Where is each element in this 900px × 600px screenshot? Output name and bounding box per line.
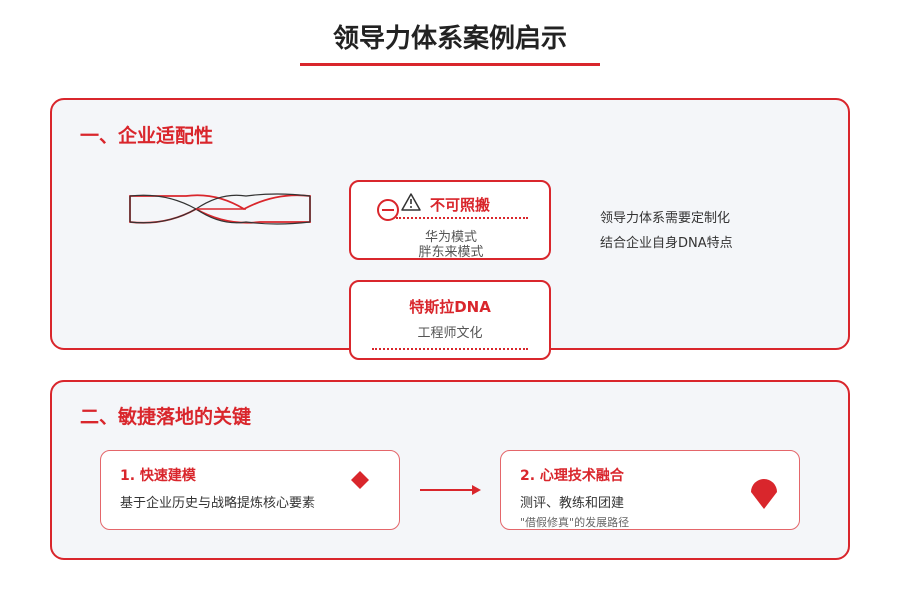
card-tesla-line: 工程师文化 [417, 326, 483, 341]
step1-title: 1. 快速建模 [120, 468, 196, 484]
section2-heading: 二、敏捷落地的关键 [80, 406, 252, 428]
minus-circle-icon [377, 199, 399, 221]
note-customization: 领导力体系需要定制化 [600, 211, 731, 226]
card-no-copy-title: 不可照搬 [430, 196, 491, 214]
dna-strand-icon [129, 193, 311, 225]
card-tesla-divider [372, 348, 528, 350]
warning-icon [401, 193, 421, 211]
section1-heading: 一、企业适配性 [80, 125, 214, 147]
step2-desc: 测评、教练和团建 [520, 496, 625, 511]
note-dna: 结合企业自身DNA特点 [600, 236, 733, 251]
page-title: 领导力体系案例启示 [332, 24, 567, 54]
card-step-psych-tech [500, 450, 800, 530]
arrow-right-icon [420, 485, 481, 495]
step2-title: 2. 心理技术融合 [520, 468, 624, 484]
card-no-copy [349, 180, 551, 260]
card-step-fast-modeling [100, 450, 400, 530]
card-no-copy-line-huawei: 华为模式 [424, 230, 477, 245]
title-underline [300, 63, 600, 66]
card-tesla-dna [349, 280, 551, 360]
diamond-icon [351, 471, 369, 489]
card-no-copy-divider [396, 217, 528, 219]
map-pin-icon [751, 479, 777, 509]
card-tesla-title: 特斯拉DNA [409, 298, 491, 316]
card-no-copy-line-pangdonglai: 胖东来模式 [418, 245, 484, 260]
step2-sub: "借假修真"的发展路径 [520, 516, 630, 529]
step1-desc: 基于企业历史与战略提炼核心要素 [120, 496, 316, 511]
